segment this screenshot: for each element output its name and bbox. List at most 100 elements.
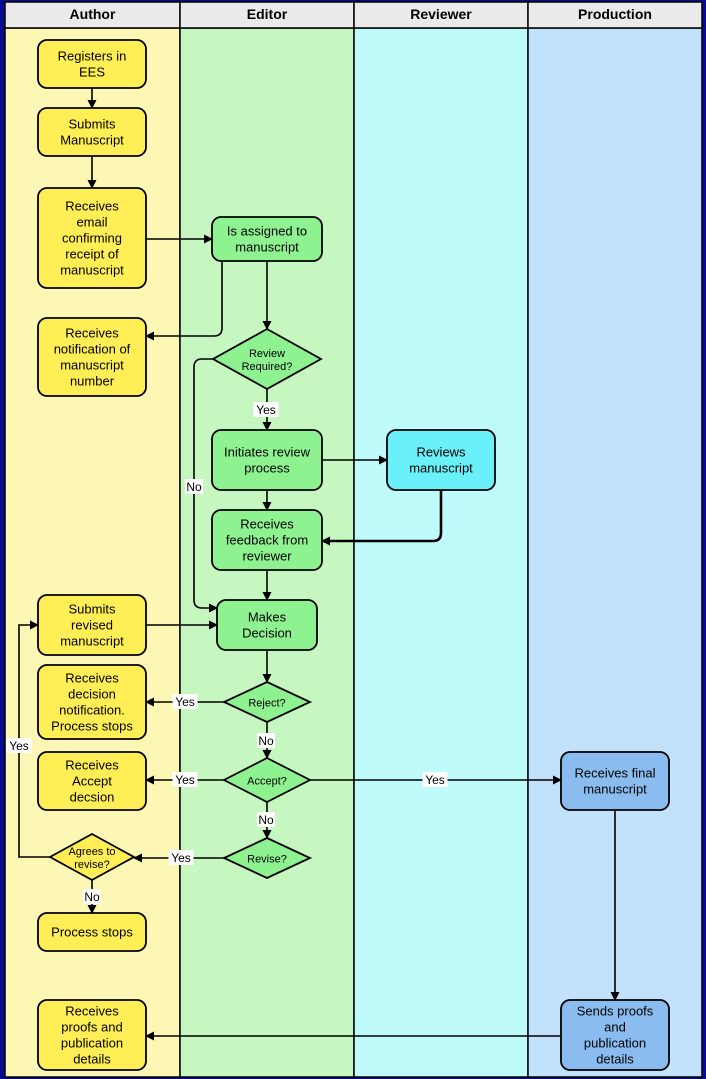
node-label-line: Is assigned to	[227, 224, 307, 239]
node-label-line: receipt of	[65, 247, 119, 262]
node-label-line: decsion	[70, 790, 115, 805]
decision-shape	[222, 756, 312, 804]
node-label-line: Revise?	[247, 854, 287, 866]
node-label-line: Agrees to	[68, 846, 115, 858]
edge-label-text: Yes	[256, 403, 276, 417]
process-shape	[211, 429, 323, 491]
lane-production-title: Production	[578, 6, 652, 22]
node-label-line: process	[244, 461, 290, 476]
node-label-line: revise?	[74, 859, 109, 871]
process-shape	[37, 751, 147, 811]
node-label-line: Submits	[69, 117, 116, 132]
node-label-line: Receives	[65, 326, 119, 341]
edge-label-bg	[172, 772, 198, 787]
node-label-line: revised	[71, 618, 113, 633]
node-label-line: publication	[584, 1036, 646, 1051]
edge-label-text: No	[84, 890, 100, 904]
lane-reviewer-body	[353, 27, 529, 1078]
decision-shape	[221, 681, 313, 723]
edge-reviews_manuscript-to-receives_feedback	[321, 490, 443, 546]
node-label-line: Receives	[65, 758, 119, 773]
node-label-line: feedback from	[226, 533, 308, 548]
node-reject: Reject?	[221, 681, 313, 723]
node-label-line: manuscript	[60, 263, 124, 278]
node-revise: Revise?	[221, 837, 313, 879]
process-shape	[37, 107, 147, 157]
node-process-stops: Process stops	[37, 912, 147, 952]
node-label-line: notification.	[59, 703, 125, 718]
process-shape	[37, 317, 147, 397]
node-label-line: Required?	[242, 361, 293, 373]
node-label-line: Receives	[65, 671, 119, 686]
node-label-line: Receives	[240, 517, 294, 532]
node-label-line: manuscript	[235, 240, 299, 255]
node-label-line: Registers in	[58, 49, 127, 64]
edge-label-text: No	[258, 813, 274, 827]
node-label-line: Initiates review	[224, 445, 311, 460]
node-label-line: Accept?	[247, 776, 287, 788]
edge-label-bg	[83, 889, 101, 904]
node-label-line: EES	[79, 65, 105, 80]
decision-shape	[211, 327, 323, 391]
process-shape	[37, 664, 147, 740]
node-label-line: email	[76, 215, 107, 230]
edge-label-text: No	[258, 734, 274, 748]
node-label-line: manuscript	[409, 461, 473, 476]
edge-label-agrees_revise-to-submits_revised: Yes	[6, 738, 32, 753]
node-accept: Accept?	[222, 756, 312, 804]
node-label-line: Receives	[65, 199, 119, 214]
edge-label-reject-to-accept: No	[257, 733, 275, 748]
process-shape	[37, 187, 147, 289]
edge-label-accept-to-revise: No	[257, 812, 275, 827]
edge-label-bg	[172, 694, 198, 709]
edge-label-bg	[257, 733, 275, 748]
edge-label-review_required-to-makes_decision: No	[185, 479, 203, 494]
node-label-line: details	[73, 1052, 111, 1067]
node-label-line: Decision	[242, 626, 292, 641]
edge-label-text: No	[186, 480, 202, 494]
edge-label-bg	[168, 850, 194, 865]
node-label-line: proofs and	[61, 1020, 122, 1035]
process-shape	[37, 912, 147, 952]
edge-label-revise-to-agrees_revise: Yes	[168, 850, 194, 865]
edge-label-text: Yes	[425, 773, 445, 787]
decision-shape	[221, 837, 313, 879]
node-label-line: Receives final	[575, 766, 656, 781]
node-label-line: notification of	[54, 342, 131, 357]
edge-label-agrees_revise-to-process_stops: No	[83, 889, 101, 904]
lane-reviewer-title: Reviewer	[410, 6, 472, 22]
node-label-line: Process stops	[51, 925, 133, 940]
edge-label-bg	[257, 812, 275, 827]
lane-editor-title: Editor	[247, 6, 288, 22]
node-label-line: manuscript	[583, 782, 647, 797]
decision-shape	[48, 832, 136, 882]
process-shape	[211, 216, 323, 262]
edge-label-reject-to-receives_decision: Yes	[172, 694, 198, 709]
node-label-line: Manuscript	[60, 133, 124, 148]
process-shape	[386, 429, 496, 491]
process-shape	[211, 509, 323, 571]
lane-reviewer-header	[353, 1, 529, 29]
edge-label-review_required-to-initiates_review: Yes	[253, 402, 279, 417]
node-label-line: Reviews	[416, 445, 466, 460]
node-label-line: Review	[249, 348, 285, 360]
node-label-line: Reject?	[248, 698, 285, 710]
node-label-line: manuscript	[60, 358, 124, 373]
process-shape	[37, 594, 147, 656]
edge-label-bg	[253, 402, 279, 417]
node-label-line: Submits	[69, 602, 116, 617]
edge-label-bg	[6, 738, 32, 753]
process-shape	[37, 39, 147, 89]
